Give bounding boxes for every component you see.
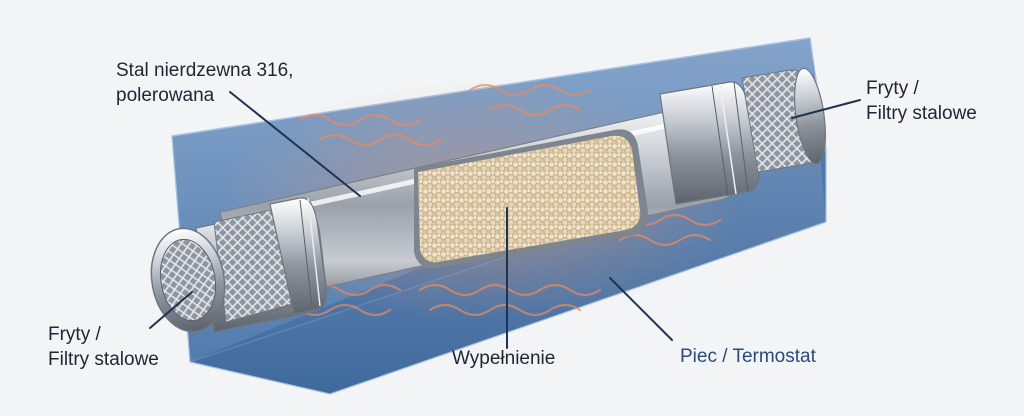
left-end-fitting — [150, 197, 327, 333]
furnace-leader-line — [609, 277, 673, 341]
steel-tube-label: Stal nierdzewna 316, polerowana — [116, 60, 294, 106]
steel-leader-line — [229, 91, 361, 197]
packing-label: Wypełnienie — [452, 348, 556, 369]
left-frits-label: Fryty / Filtry stalowe — [48, 324, 159, 370]
furnace-label: Piec / Termostat — [680, 346, 816, 367]
left-frit-filter — [159, 238, 217, 322]
right-frit-leader-line — [791, 99, 861, 119]
right-end-fitting — [659, 67, 826, 205]
right-frit-cap — [794, 67, 826, 165]
right-frits-label: Fryty / Filtry stalowe — [866, 78, 977, 124]
left-frit-leader-line — [149, 291, 193, 329]
